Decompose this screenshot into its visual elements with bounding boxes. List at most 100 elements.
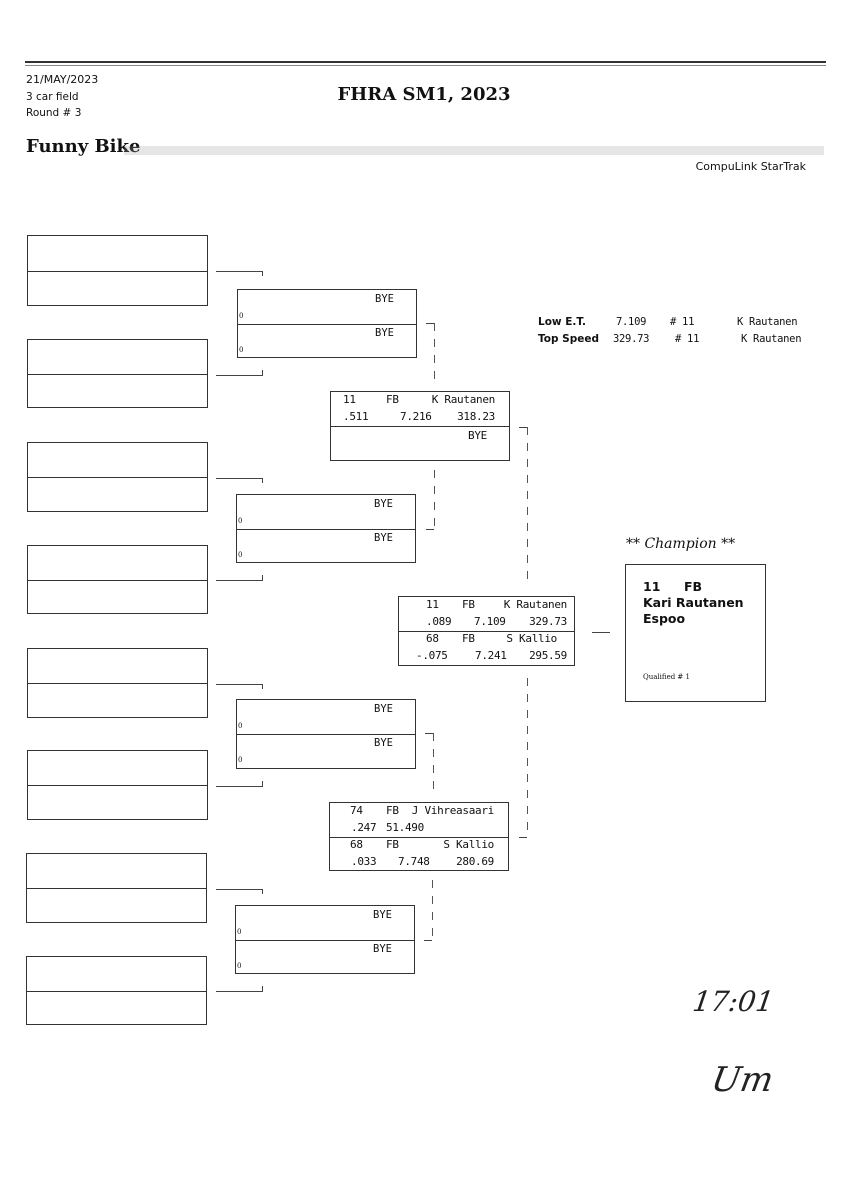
connector — [262, 889, 263, 894]
champion-box: 11 FB Kari Rautanen Espoo Qualified # 1 — [625, 564, 766, 702]
field-size: 3 car field — [26, 91, 79, 103]
connector — [262, 370, 263, 375]
dashed-connector — [527, 678, 528, 838]
reaction-time: .033 — [351, 855, 377, 868]
champion-name: Kari Rautanen — [643, 595, 744, 610]
dashed-connector — [433, 733, 434, 793]
connector — [216, 580, 263, 581]
champion-class: FB — [684, 579, 703, 594]
round2-match-2: BYE 0 BYE 0 — [236, 494, 416, 563]
elapsed-time: 7.748 — [398, 855, 430, 868]
car-class: FB — [386, 838, 399, 851]
connector — [425, 733, 433, 734]
champion-qualified: Qualified # 1 — [643, 673, 690, 681]
match-divider — [399, 631, 574, 632]
class-title: Funny Bike — [26, 136, 141, 157]
connector — [216, 271, 263, 272]
top-speed-driver: K Rautanen — [741, 333, 802, 345]
seed-number: 0 — [239, 346, 244, 354]
final-match: 11 FB K Rautanen .089 7.109 329.73 68 FB… — [398, 596, 575, 666]
connector — [216, 889, 263, 890]
connector — [216, 478, 263, 479]
slot-divider — [28, 683, 207, 684]
champion-title: ** Champion ** — [626, 536, 736, 552]
low-et-driver: K Rautanen — [737, 316, 798, 328]
connector — [216, 991, 263, 992]
bye-label: BYE — [374, 703, 393, 715]
connector — [424, 940, 432, 941]
event-date: 21/MAY/2023 — [26, 73, 99, 86]
round1-slot-4 — [27, 545, 208, 614]
bye-label: BYE — [375, 293, 394, 305]
round1-slot-6 — [27, 750, 208, 820]
header-rule — [25, 61, 826, 63]
round1-slot-8 — [26, 956, 207, 1025]
connector — [262, 986, 263, 991]
connector — [216, 375, 263, 376]
dashed-connector — [527, 427, 528, 587]
bye-label: BYE — [373, 943, 392, 955]
car-number: 11 — [343, 393, 356, 406]
car-number: 74 — [350, 804, 363, 817]
slot-divider — [28, 579, 207, 581]
slot-divider — [28, 785, 207, 786]
top-speed-value: 329.73 — [613, 333, 650, 345]
round1-slot-2 — [27, 339, 208, 408]
round1-slot-7 — [26, 853, 207, 923]
title-dotted-rule — [124, 146, 824, 155]
slot-divider — [27, 888, 206, 889]
seed-number: 0 — [237, 928, 242, 936]
speed: 318.23 — [457, 410, 495, 423]
seed-number: 0 — [237, 962, 242, 970]
reaction-time: .089 — [426, 615, 452, 628]
header-rule-thin — [25, 65, 826, 66]
connector — [426, 323, 434, 324]
connector — [216, 786, 263, 787]
speed: 295.59 — [529, 649, 567, 662]
connector — [262, 781, 263, 786]
car-number: 68 — [426, 632, 439, 645]
champion-number: 11 — [643, 579, 661, 594]
driver-name: J Vihreasaari — [411, 804, 495, 817]
car-class: FB — [386, 393, 399, 406]
reaction-time: .247 — [351, 821, 377, 834]
connector — [426, 529, 434, 530]
round2-match-3: BYE 0 BYE 0 — [236, 699, 416, 769]
bye-label: BYE — [374, 498, 393, 510]
match-divider — [236, 939, 414, 941]
car-class: FB — [386, 804, 399, 817]
match-divider — [330, 836, 508, 838]
connector — [216, 684, 263, 685]
car-number: 68 — [350, 838, 363, 851]
elapsed-time: 7.109 — [474, 615, 506, 628]
semifinal-match-1: 11 FB K Rautanen .511 7.216 318.23 BYE — [330, 391, 510, 461]
match-divider — [237, 528, 415, 530]
event-title: FHRA SM1, 2023 — [337, 84, 511, 105]
handwritten-time: 17:01 — [690, 985, 777, 1018]
handwritten-signature: Um — [708, 1060, 777, 1100]
round1-slot-3 — [27, 442, 208, 512]
elapsed-time: 51.490 — [386, 821, 424, 834]
bye-label: BYE — [374, 532, 393, 544]
round-number: Round # 3 — [26, 107, 82, 119]
round1-slot-1 — [27, 235, 208, 306]
connector — [519, 837, 527, 838]
match-divider — [238, 323, 416, 325]
slot-divider — [27, 990, 206, 992]
match-divider — [331, 426, 509, 427]
elapsed-time: 7.241 — [475, 649, 507, 662]
low-et-value: 7.109 — [616, 316, 647, 328]
bye-label: BYE — [374, 737, 393, 749]
seed-number: 0 — [238, 756, 243, 764]
champion-city: Espoo — [643, 611, 686, 626]
connector — [262, 478, 263, 483]
bye-label: BYE — [375, 327, 394, 339]
low-et-car-number: # 11 — [670, 316, 695, 328]
dashed-connector — [432, 880, 433, 940]
connector — [592, 632, 610, 633]
seed-number: 0 — [239, 312, 244, 320]
speed: 329.73 — [529, 615, 567, 628]
car-number: 11 — [426, 598, 439, 611]
bye-label: BYE — [373, 909, 392, 921]
semifinal-match-2: 74 FB J Vihreasaari .247 51.490 68 FB S … — [329, 802, 509, 871]
